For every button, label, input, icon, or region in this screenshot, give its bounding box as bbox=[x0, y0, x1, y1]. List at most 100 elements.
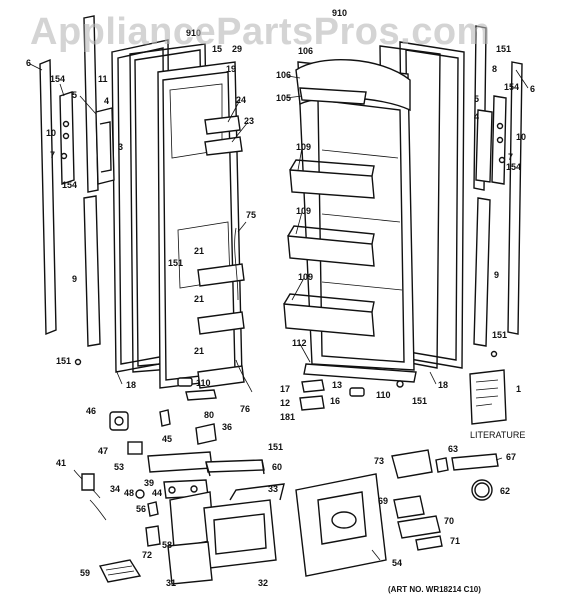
freezer-door-shelf-21c bbox=[197, 365, 245, 389]
callout-19: 19 bbox=[226, 64, 236, 74]
callout-3: 3 bbox=[118, 142, 123, 152]
dispenser-assembly bbox=[73, 409, 499, 585]
callout-21: 21 bbox=[194, 346, 204, 356]
callout-9: 9 bbox=[494, 270, 499, 280]
part-72 bbox=[145, 525, 161, 547]
part-63 bbox=[435, 457, 449, 473]
callout-39: 39 bbox=[144, 478, 154, 488]
callout-59: 59 bbox=[80, 568, 90, 578]
callout-11: 11 bbox=[98, 74, 108, 84]
callout-75: 75 bbox=[246, 210, 256, 220]
callout-10: 10 bbox=[46, 128, 56, 138]
callout-21: 21 bbox=[194, 294, 204, 304]
drip-tray-31 bbox=[167, 541, 213, 585]
switch-46 bbox=[109, 411, 129, 431]
callout-16: 16 bbox=[330, 396, 340, 406]
part-71 bbox=[415, 535, 443, 551]
callout-33: 33 bbox=[268, 484, 278, 494]
left-door-trim-top bbox=[83, 15, 99, 193]
hinge-17 bbox=[301, 379, 325, 393]
leader-lines bbox=[29, 63, 529, 561]
callout-46: 46 bbox=[86, 406, 96, 416]
right-door-trim-9 bbox=[473, 197, 491, 347]
hinge-cap-110 bbox=[349, 387, 365, 397]
callout-17: 17 bbox=[280, 384, 290, 394]
callout-56: 56 bbox=[136, 504, 146, 514]
callout-4: 4 bbox=[104, 96, 109, 106]
callout-24: 24 bbox=[236, 95, 246, 105]
callout-54: 54 bbox=[392, 558, 402, 568]
callout-7: 7 bbox=[50, 150, 55, 160]
callout-6: 6 bbox=[530, 84, 535, 94]
callout-12: 12 bbox=[280, 398, 290, 408]
part-56 bbox=[147, 501, 159, 517]
left-door-trim-9 bbox=[83, 195, 101, 347]
callout-151: 151 bbox=[168, 258, 183, 268]
callout-109: 109 bbox=[296, 206, 311, 216]
handle-bar-60 bbox=[205, 459, 265, 473]
door-bin-109-mid bbox=[287, 235, 375, 267]
callout-910: 910 bbox=[186, 28, 201, 38]
callout-154: 154 bbox=[504, 82, 519, 92]
callout-5: 5 bbox=[474, 94, 479, 104]
part-36 bbox=[195, 423, 217, 445]
grille-59 bbox=[98, 559, 142, 583]
literature-booklet: LITERATURE bbox=[469, 369, 525, 440]
callout-109: 109 bbox=[298, 272, 313, 282]
callout-106: 106 bbox=[298, 46, 313, 56]
callout-63: 63 bbox=[448, 444, 458, 454]
callout-62: 62 bbox=[500, 486, 510, 496]
callout-70: 70 bbox=[444, 516, 454, 526]
callout-15: 15 bbox=[212, 44, 222, 54]
hinge-16 bbox=[299, 395, 325, 411]
callout-151: 151 bbox=[492, 330, 507, 340]
left-handle-bracket bbox=[95, 107, 115, 185]
water-tube-75 bbox=[234, 227, 239, 301]
bottom-trim-112 bbox=[303, 363, 417, 383]
callout-112: 112 bbox=[292, 338, 307, 348]
callout-72: 72 bbox=[142, 550, 152, 560]
wire-34 bbox=[89, 499, 107, 521]
callout-4: 4 bbox=[474, 112, 479, 122]
callout-21: 21 bbox=[194, 246, 204, 256]
left-handle-trim-6 bbox=[39, 58, 57, 336]
callout-110: 110 bbox=[376, 390, 391, 400]
callout-151: 151 bbox=[56, 356, 71, 366]
callout-6: 6 bbox=[26, 58, 31, 68]
callout-154: 154 bbox=[506, 162, 521, 172]
callout-7: 7 bbox=[508, 152, 513, 162]
callout-151: 151 bbox=[268, 442, 283, 452]
bracket-67 bbox=[451, 453, 499, 471]
callout-154: 154 bbox=[62, 180, 77, 190]
callout-45: 45 bbox=[162, 434, 172, 444]
callout-23: 23 bbox=[244, 116, 254, 126]
freezer-door-shelf-21a bbox=[197, 263, 245, 287]
freezer-door-shelf-21b bbox=[197, 311, 245, 335]
callout-910: 910 bbox=[332, 8, 347, 18]
part-47 bbox=[127, 441, 143, 455]
callout-106: 106 bbox=[276, 70, 291, 80]
callout-151: 151 bbox=[412, 396, 427, 406]
callout-181: 181 bbox=[280, 412, 295, 422]
callout-48: 48 bbox=[124, 488, 134, 498]
part-45 bbox=[159, 409, 171, 427]
right-handle-bracket bbox=[475, 109, 493, 183]
callout-5: 5 bbox=[72, 90, 77, 100]
callout-1: 1 bbox=[516, 384, 521, 394]
callout-109: 109 bbox=[296, 142, 311, 152]
callout-31: 31 bbox=[166, 578, 176, 588]
freezer-door-shelf-24 bbox=[204, 115, 241, 135]
callout-34: 34 bbox=[110, 484, 120, 494]
callout-105: 105 bbox=[276, 93, 291, 103]
ice-chute-73 bbox=[391, 449, 433, 479]
actuator-70 bbox=[397, 515, 441, 539]
callout-71: 71 bbox=[450, 536, 460, 546]
callout-9: 9 bbox=[72, 274, 77, 284]
callout-18: 18 bbox=[438, 380, 448, 390]
callout-73: 73 bbox=[374, 456, 384, 466]
callout-76: 76 bbox=[240, 404, 250, 414]
callout-58: 58 bbox=[162, 540, 172, 550]
fresh-food-door-assembly bbox=[283, 25, 523, 411]
right-handle-trim-6 bbox=[507, 61, 523, 335]
